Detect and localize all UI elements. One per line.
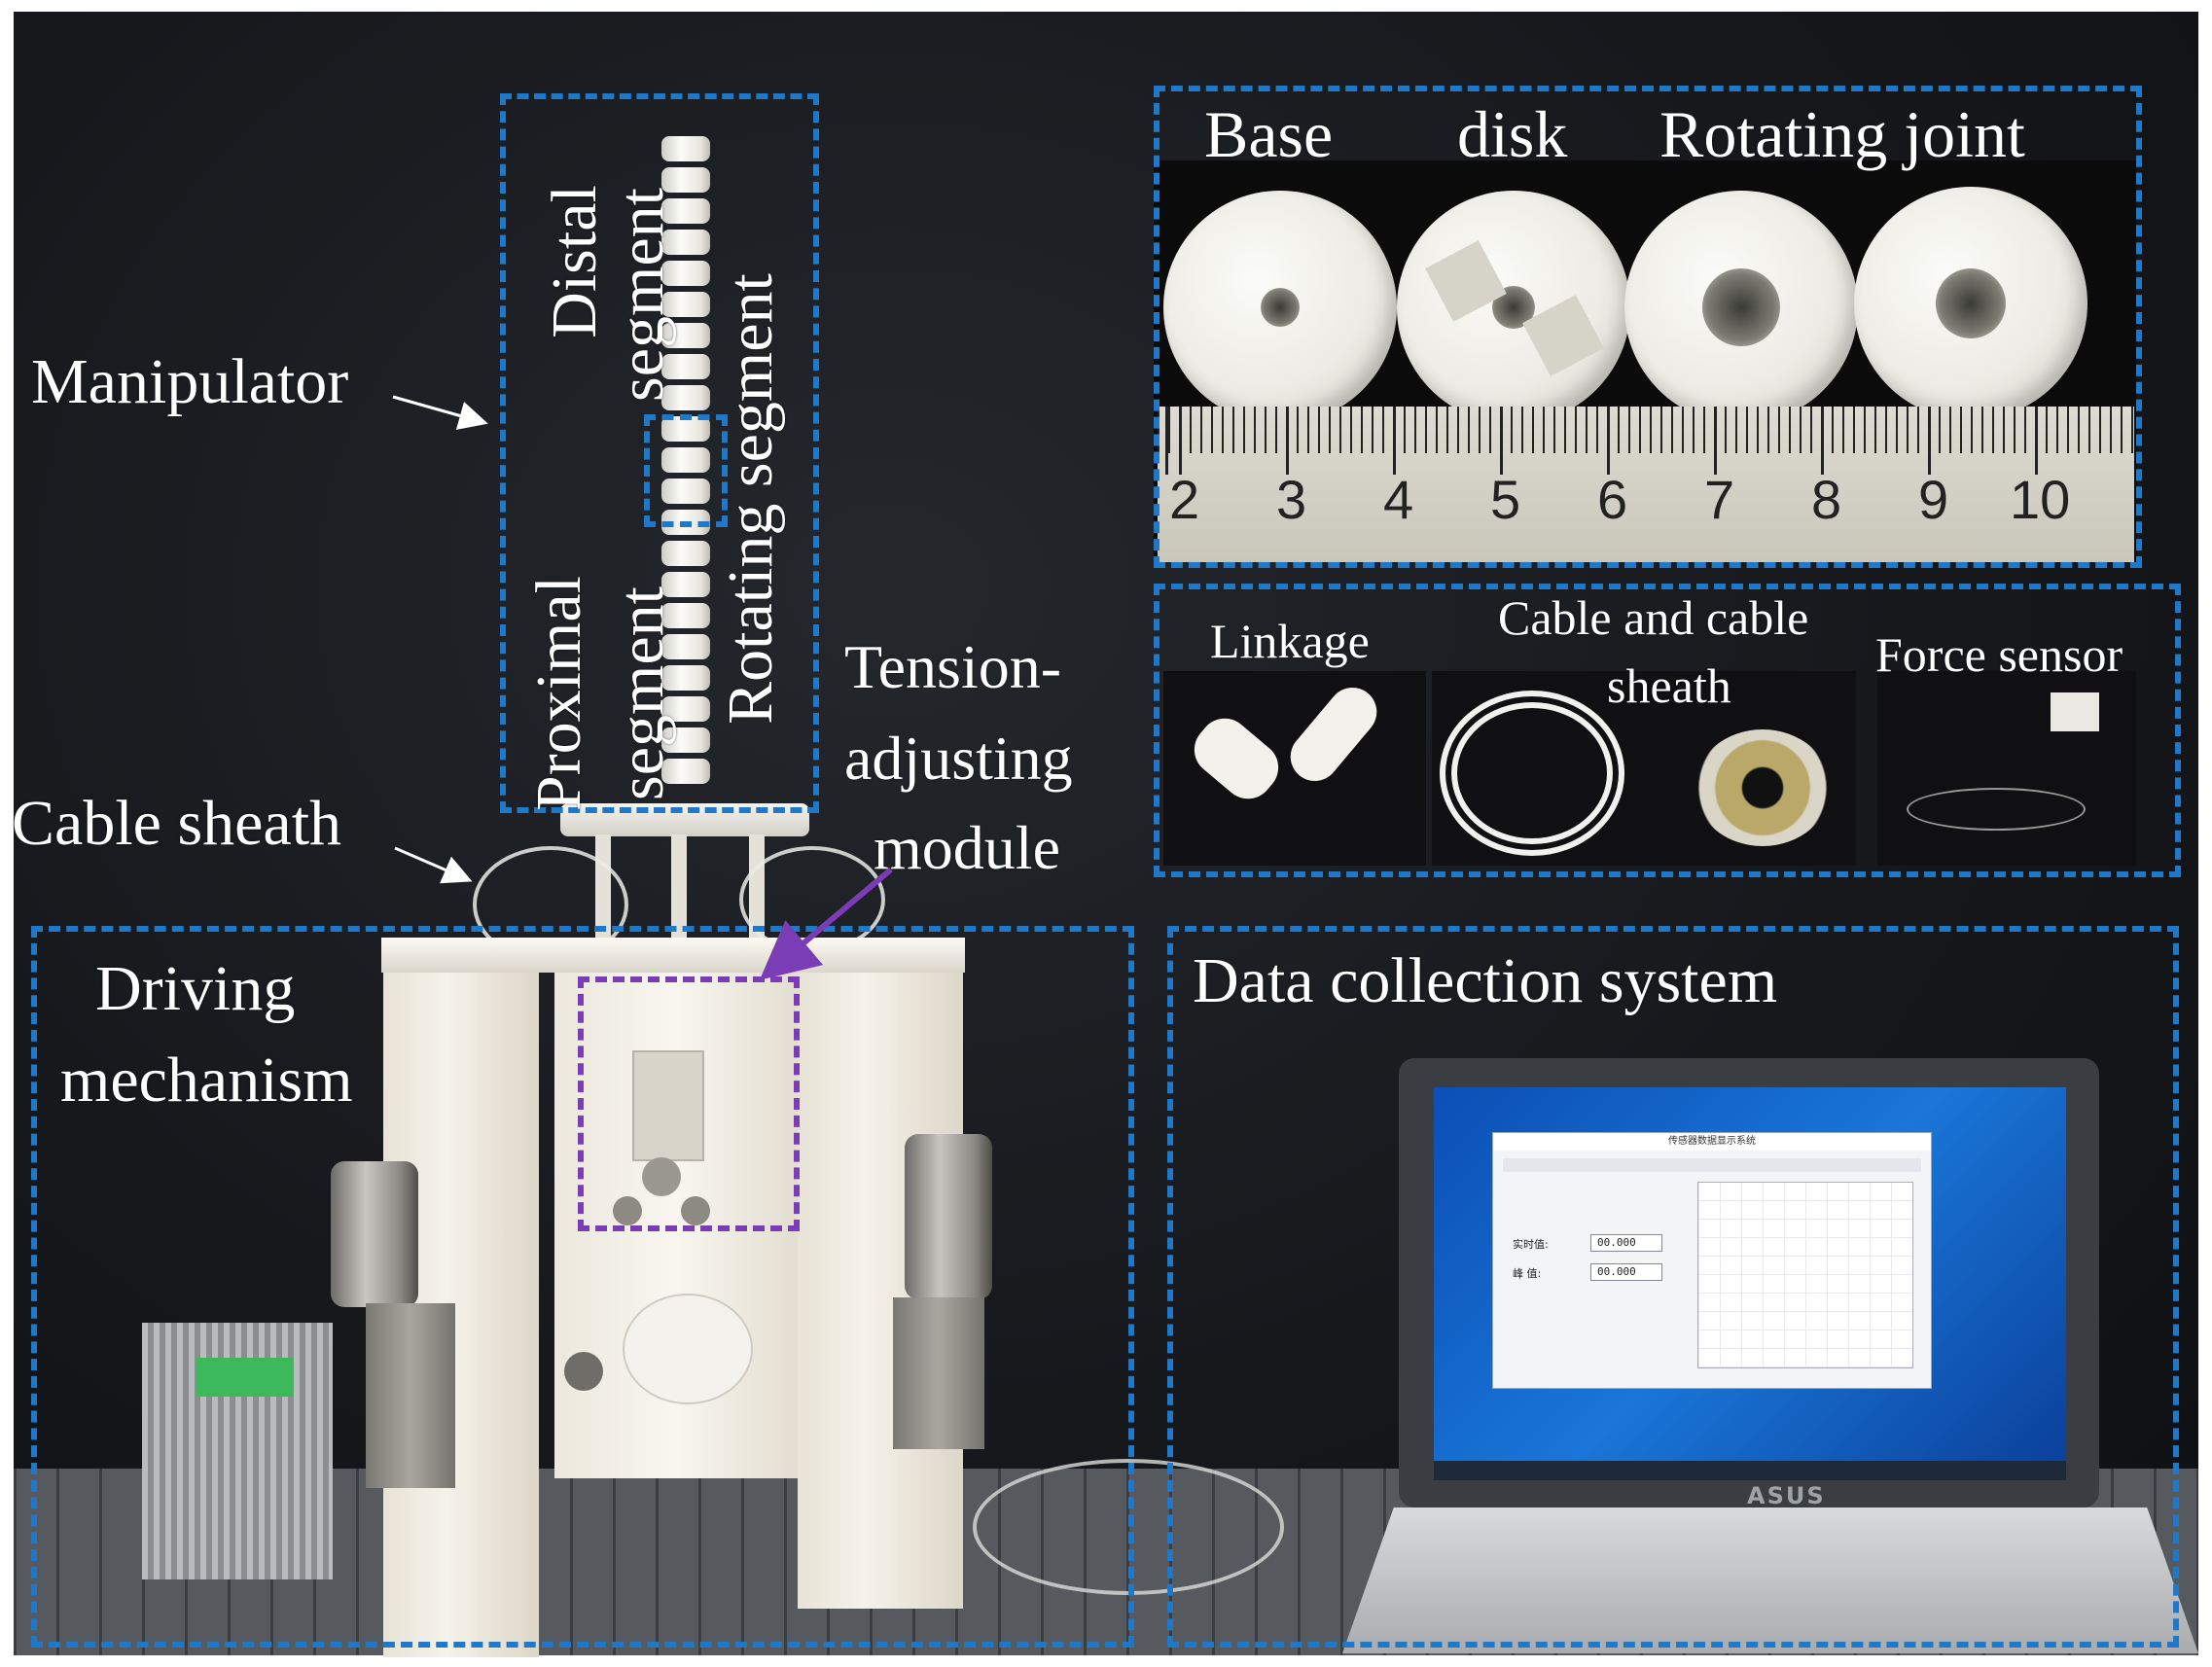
parts-box <box>1154 86 2142 568</box>
ruler-number: 10 <box>2010 469 2071 530</box>
base-label: Base <box>1204 97 1334 171</box>
manipulator-box <box>500 93 819 813</box>
rotating-joint-label: Rotating joint <box>1659 97 2025 171</box>
ruler-number: 9 <box>1918 469 1949 530</box>
laptop-brand: ASUS <box>1747 1482 1826 1509</box>
rotating-joint-part-1 <box>1624 191 1858 424</box>
cable-and-cable-sheath-label-line2: sheath <box>1607 658 1731 713</box>
ruler-number: 8 <box>1811 469 1842 530</box>
driving-mechanism-label-line2: mechanism <box>60 1045 353 1116</box>
ruler: 2 3 4 5 6 7 8 9 10 <box>1158 407 2134 562</box>
tension-adjusting-label-line1: Tension- <box>844 632 1062 701</box>
laptop-screen: 传感器数据显示系统 实时值: 00.000 峰 值: 00.000 <box>1434 1087 2066 1480</box>
data-collection-label: Data collection system <box>1193 945 1778 1016</box>
realtime-value: 00.000 <box>1590 1234 1662 1252</box>
linkage-label: Linkage <box>1210 614 1370 668</box>
manipulator-label: Manipulator <box>31 346 349 417</box>
tension-adjusting-label-line3: module <box>874 813 1060 882</box>
peak-label: 峰 值: <box>1513 1267 1542 1280</box>
driving-mechanism-box <box>31 926 1134 1648</box>
disk-part <box>1397 191 1630 424</box>
taskbar <box>1434 1461 2066 1480</box>
rotating-joint-part-2 <box>1854 187 2087 420</box>
rotating-segment-box <box>644 414 728 527</box>
realtime-label: 实时值: <box>1513 1238 1549 1251</box>
motor-left <box>331 1161 418 1307</box>
ruler-number: 3 <box>1276 469 1307 530</box>
proximal-label: Proximal <box>523 576 594 811</box>
gearbox-right <box>893 1297 984 1449</box>
ruler-number: 6 <box>1597 469 1628 530</box>
ruler-number: 7 <box>1704 469 1735 530</box>
app-title: 传感器数据显示系统 <box>1493 1133 1931 1151</box>
cable-sheath-label: Cable sheath <box>12 788 342 859</box>
segment-lower-label: segment <box>605 586 677 800</box>
driving-mechanism-label-line1: Driving <box>95 953 296 1024</box>
sensor-app-window: 传感器数据显示系统 实时值: 00.000 峰 值: 00.000 <box>1492 1132 1932 1389</box>
force-sensor-label: Force sensor <box>1875 627 2123 682</box>
laptop-keyboard <box>1342 1507 2198 1653</box>
tension-adjusting-label-line2: adjusting <box>844 724 1073 793</box>
disk-label: disk <box>1457 97 1568 171</box>
ruler-number: 2 <box>1169 469 1200 530</box>
linkage-photo <box>1163 671 1426 866</box>
base-part <box>1163 191 1397 424</box>
cable-photo <box>1432 671 1856 866</box>
ruler-number: 4 <box>1383 469 1414 530</box>
segment-upper-label: segment <box>605 188 677 402</box>
distal-label: Distal <box>538 185 610 338</box>
motor-right <box>905 1134 992 1299</box>
ruler-number: 5 <box>1490 469 1521 530</box>
force-sensor-photo <box>1877 671 2136 866</box>
power-supply <box>142 1323 333 1579</box>
peak-value: 00.000 <box>1590 1263 1662 1281</box>
cable-and-cable-sheath-label-line1: Cable and cable <box>1498 590 1809 645</box>
plot-area <box>1697 1182 1913 1368</box>
data-collection-box <box>1167 926 2179 1648</box>
components-box <box>1154 584 2181 877</box>
gearbox-left <box>366 1303 455 1488</box>
tension-adjusting-box <box>578 976 800 1231</box>
rotating-segment-label: Rotating segment <box>714 273 786 725</box>
